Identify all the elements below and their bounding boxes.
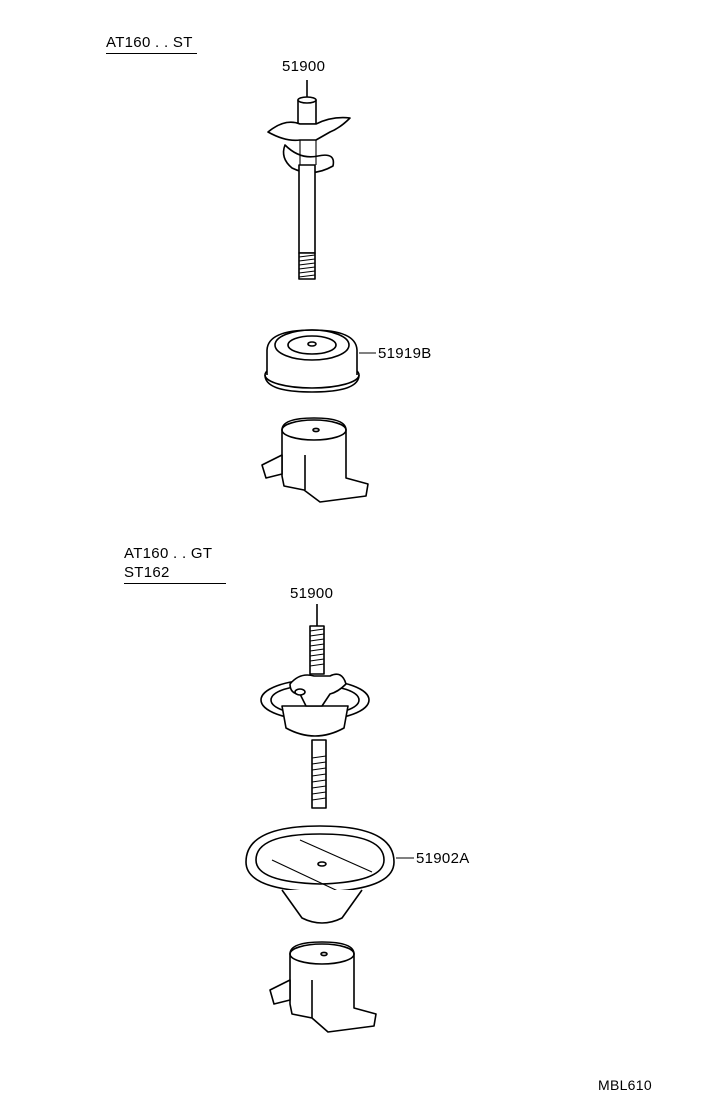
section-model-label-at160-gt: AT160 . . GT [124,545,213,562]
callout-top-cover: 51919B [378,345,432,362]
figure-code: MBL610 [598,1077,652,1093]
callout-bottom-stud: 51900 [290,585,334,602]
section-model-label-st162: ST162 [124,564,226,584]
callout-bottom-cover: 51902A [416,850,470,867]
cover-top [264,329,376,393]
callout-top-stud: 51900 [282,58,326,75]
bracket-bottom [269,941,377,1033]
cover-bottom [245,825,414,924]
section-model-label-at160-st: AT160 . . ST [106,34,197,54]
stud-with-mount-bottom [260,604,370,809]
stud-with-handle-top [267,80,351,280]
bracket-top [261,417,369,503]
